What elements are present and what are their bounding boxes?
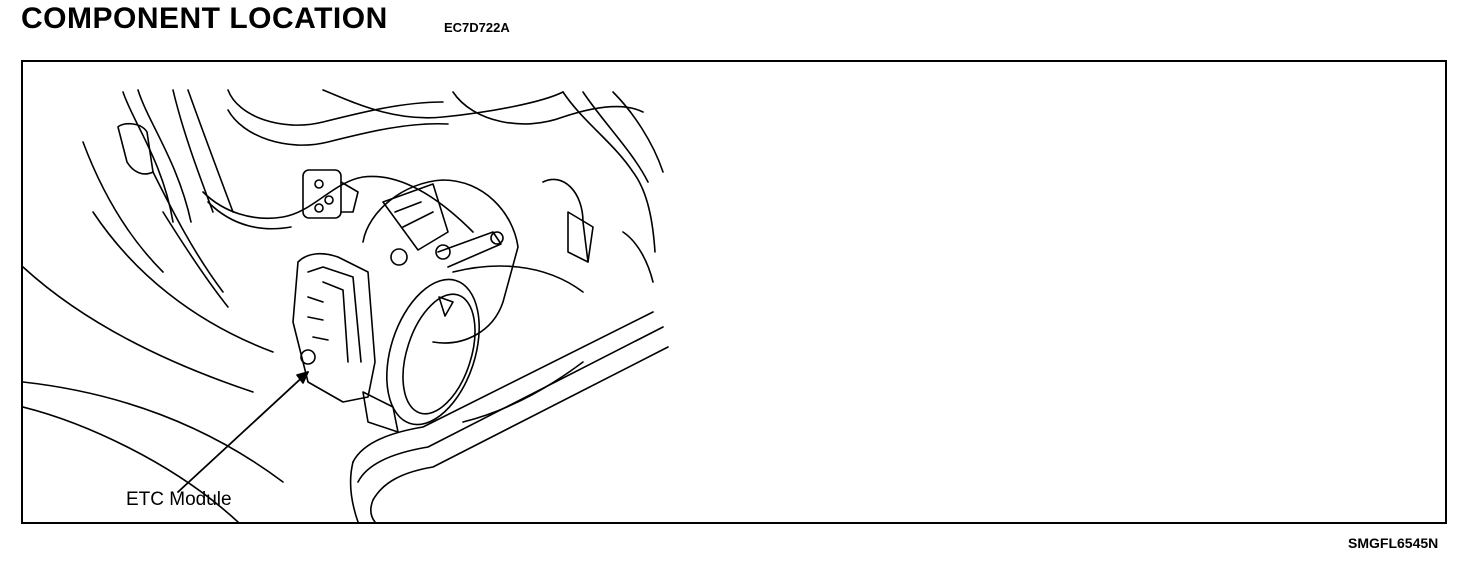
engine-bay-illustration [23,89,669,522]
figure-id: SMGFL6545N [1348,535,1439,551]
figure-frame [21,60,1447,524]
page-title: COMPONENT LOCATION [21,2,388,35]
section-code: EC7D722A [444,20,510,35]
etc-module-callout-label: ETC Module [126,489,232,510]
